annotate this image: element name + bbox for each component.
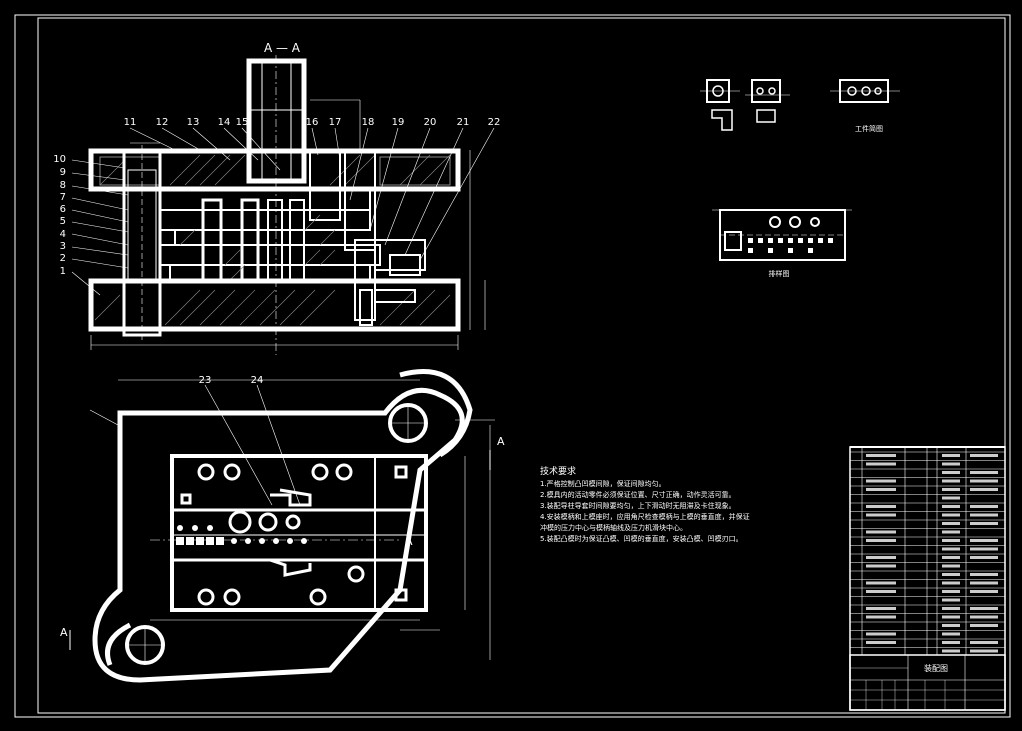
- callout-22: 22: [488, 117, 501, 128]
- plan-view: 23 24 A A A: [60, 369, 505, 683]
- tech-req-title: 技术要求: [540, 465, 576, 477]
- workpiece-sketch: 工件简图: [700, 79, 900, 133]
- callout-24: 24: [251, 375, 264, 386]
- tech-req-line-6: 5.装配凸模时为保证凸模、凹模的垂直度，安装凸模、凹模刃口。: [540, 534, 743, 543]
- layout-caption: 排样图: [769, 269, 790, 278]
- inner-frame: [37, 17, 1006, 714]
- tech-req-line-2: 2.模具内的活动零件必须保证位置、尺寸正确，动作灵活可靠。: [540, 490, 736, 499]
- view-marker-a-mid: A: [405, 535, 413, 548]
- callout-3: 3: [60, 241, 66, 252]
- section-label: A — A: [264, 41, 301, 55]
- tech-req-line-1: 1.严格控制凸凹模间隙，保证间隙均匀。: [540, 479, 666, 488]
- callout-1: 1: [60, 266, 66, 277]
- callout-4: 4: [60, 229, 66, 240]
- outer-frame: [14, 14, 1011, 718]
- callout-23: 23: [199, 375, 212, 386]
- callout-19: 19: [392, 117, 405, 128]
- callout-13: 13: [187, 117, 200, 128]
- workpiece-caption: 工件简图: [855, 124, 883, 133]
- callout-14: 14: [218, 117, 231, 128]
- tech-req-line-3: 3.装配导柱导套时间隙要均匀，上下滑动时无阻滞及卡住现象。: [540, 501, 736, 510]
- callout-12: 12: [156, 117, 169, 128]
- callout-10: 10: [53, 154, 66, 165]
- strip-layout: 排样图: [712, 209, 852, 278]
- callout-16: 16: [306, 117, 319, 128]
- callout-5: 5: [60, 216, 66, 227]
- callout-7: 7: [60, 192, 66, 203]
- section-view: A — A: [53, 41, 500, 355]
- callout-21: 21: [457, 117, 470, 128]
- view-marker-a-right: A: [497, 435, 505, 448]
- callout-15: 15: [236, 117, 249, 128]
- view-marker-a-left: A: [60, 626, 68, 639]
- tech-requirements: 技术要求 1.严格控制凸凹模间隙，保证间隙均匀。 2.模具内的活动零件必须保证位…: [540, 465, 750, 543]
- callout-9: 9: [60, 167, 66, 178]
- parts-list: 装配图: [849, 446, 1006, 711]
- callout-18: 18: [362, 117, 375, 128]
- callout-20: 20: [424, 117, 437, 128]
- title-block-name: 装配图: [924, 663, 948, 673]
- callout-2: 2: [60, 253, 66, 264]
- tech-req-line-5: 冲模的压力中心与模柄轴线及压力机滑块中心。: [540, 523, 687, 532]
- callout-17: 17: [329, 117, 342, 128]
- screw-holes: [180, 463, 408, 606]
- callout-8: 8: [60, 180, 66, 191]
- callout-11: 11: [124, 117, 137, 128]
- callout-6: 6: [60, 204, 66, 215]
- tech-req-line-4: 4.安装模柄和上模座时，应用角尺检查模柄与上模的垂直度，并保证: [540, 512, 750, 521]
- strip-holes: [176, 525, 307, 545]
